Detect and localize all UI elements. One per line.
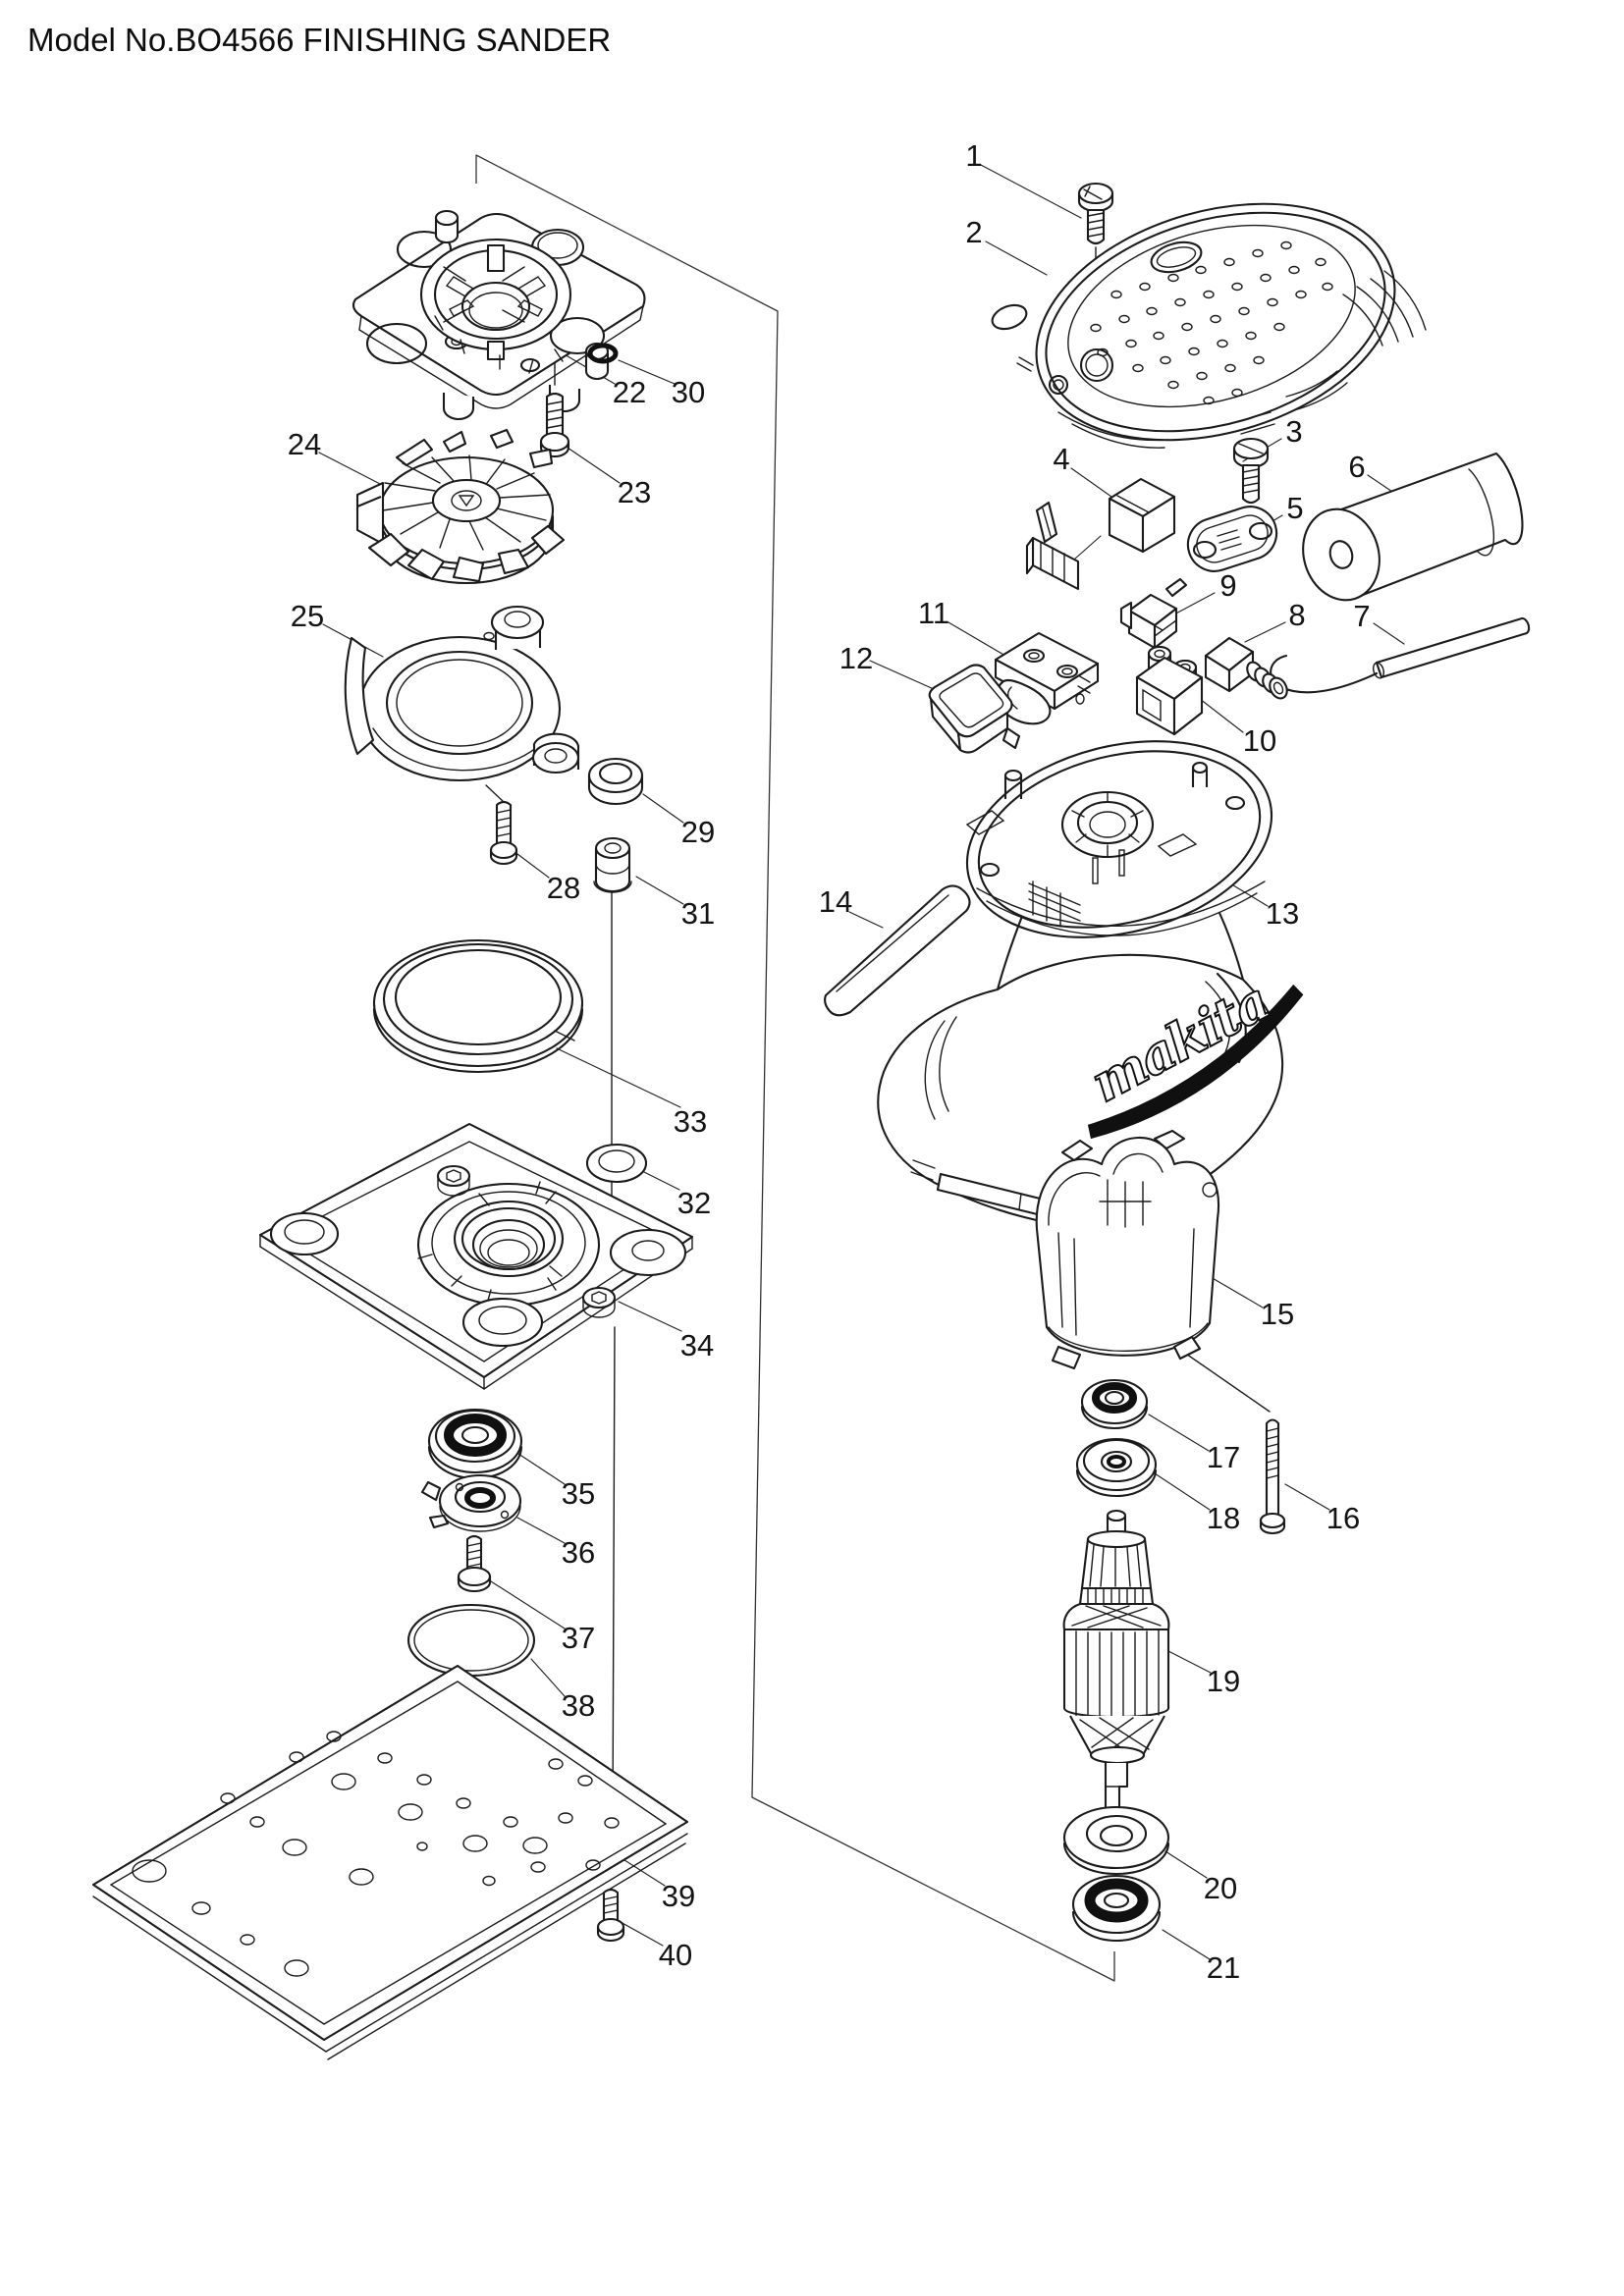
part-14-blade <box>824 884 971 1017</box>
part-23-screw <box>539 392 570 458</box>
part-34-pad-plate <box>258 1122 694 1390</box>
label-33: 33 <box>674 1104 707 1139</box>
label-28: 28 <box>547 871 580 905</box>
label-20: 20 <box>1204 1871 1237 1905</box>
part-21-bearing <box>1071 1874 1162 1943</box>
part-5-cord-clamp <box>1186 506 1278 572</box>
part-17-bearing <box>1080 1378 1149 1430</box>
part-29-ring <box>587 757 644 806</box>
label-10: 10 <box>1243 723 1276 758</box>
label-35: 35 <box>562 1476 595 1511</box>
part-7-cord <box>1270 616 1531 694</box>
label-6: 6 <box>1348 450 1365 484</box>
label-12: 12 <box>839 641 873 675</box>
label-2: 2 <box>965 215 982 249</box>
label-1: 1 <box>965 138 982 173</box>
sheet-holes <box>132 1731 620 1977</box>
label-23: 23 <box>618 475 651 509</box>
part-8-connector <box>1204 636 1288 700</box>
part-16-screw <box>1259 1418 1286 1535</box>
label-37: 37 <box>562 1621 595 1655</box>
label-9: 9 <box>1219 568 1236 603</box>
diagram-boundary <box>475 154 1115 1982</box>
cover-vent-holes <box>1090 240 1333 405</box>
part-39-sanding-sheet <box>91 1664 689 2060</box>
label-24: 24 <box>288 427 321 461</box>
part-9-switch-block <box>1119 577 1188 650</box>
part-35-bearing <box>427 1408 523 1480</box>
part-30-o-ring <box>587 343 619 364</box>
label-14: 14 <box>819 884 852 919</box>
part-28-screw <box>489 800 518 866</box>
part-40-screw <box>596 1888 625 1943</box>
label-19: 19 <box>1207 1664 1240 1698</box>
part-number-labels: 1 2 3 4 5 6 7 8 9 10 11 12 13 14 15 16 1… <box>288 138 1371 1985</box>
label-38: 38 <box>562 1688 595 1723</box>
label-3: 3 <box>1285 414 1302 449</box>
label-40: 40 <box>659 1938 692 1972</box>
part-22-bearing-box <box>352 209 646 420</box>
part-19-armature <box>1062 1509 1170 1847</box>
label-18: 18 <box>1207 1501 1240 1535</box>
part-4-capacitor <box>1025 477 1176 591</box>
part-18-bearing-flat <box>1075 1437 1158 1498</box>
label-32: 32 <box>677 1186 711 1220</box>
part-12-switch-button <box>928 664 1021 754</box>
cover-side-ribs <box>1234 270 1427 435</box>
part-20-washer <box>1062 1805 1170 1876</box>
part-6-roller <box>1302 452 1524 602</box>
part-2-housing-cover <box>991 202 1427 449</box>
part-33-ring <box>372 938 584 1073</box>
part-10-terminal-block <box>1135 645 1204 736</box>
label-36: 36 <box>562 1535 595 1570</box>
label-34: 34 <box>680 1328 714 1362</box>
part-3-screw <box>1232 437 1270 505</box>
label-16: 16 <box>1326 1501 1360 1535</box>
part-11-switch-base <box>994 631 1100 725</box>
part-15-field <box>1035 1129 1220 1370</box>
label-15: 15 <box>1261 1297 1294 1331</box>
part-24-fan <box>355 428 566 585</box>
label-7: 7 <box>1353 599 1370 633</box>
part-25-collar <box>344 605 580 782</box>
label-30: 30 <box>672 375 705 409</box>
page-title: Model No.BO4566 FINISHING SANDER <box>27 22 612 58</box>
label-39: 39 <box>662 1879 695 1913</box>
part-31-sleeve <box>593 836 632 893</box>
label-25: 25 <box>291 599 324 633</box>
part-1-screw <box>1077 182 1114 245</box>
label-8: 8 <box>1288 598 1305 632</box>
label-21: 21 <box>1207 1950 1240 1985</box>
label-4: 4 <box>1053 442 1069 476</box>
label-5: 5 <box>1286 491 1303 525</box>
label-13: 13 <box>1266 896 1299 931</box>
label-29: 29 <box>681 815 715 849</box>
part-36-retainer <box>420 1473 522 1532</box>
label-17: 17 <box>1207 1440 1240 1474</box>
label-22: 22 <box>613 375 646 409</box>
part-38-o-ring <box>406 1603 536 1678</box>
label-31: 31 <box>681 896 715 931</box>
part-37-screw <box>457 1534 492 1593</box>
label-11: 11 <box>918 596 949 630</box>
